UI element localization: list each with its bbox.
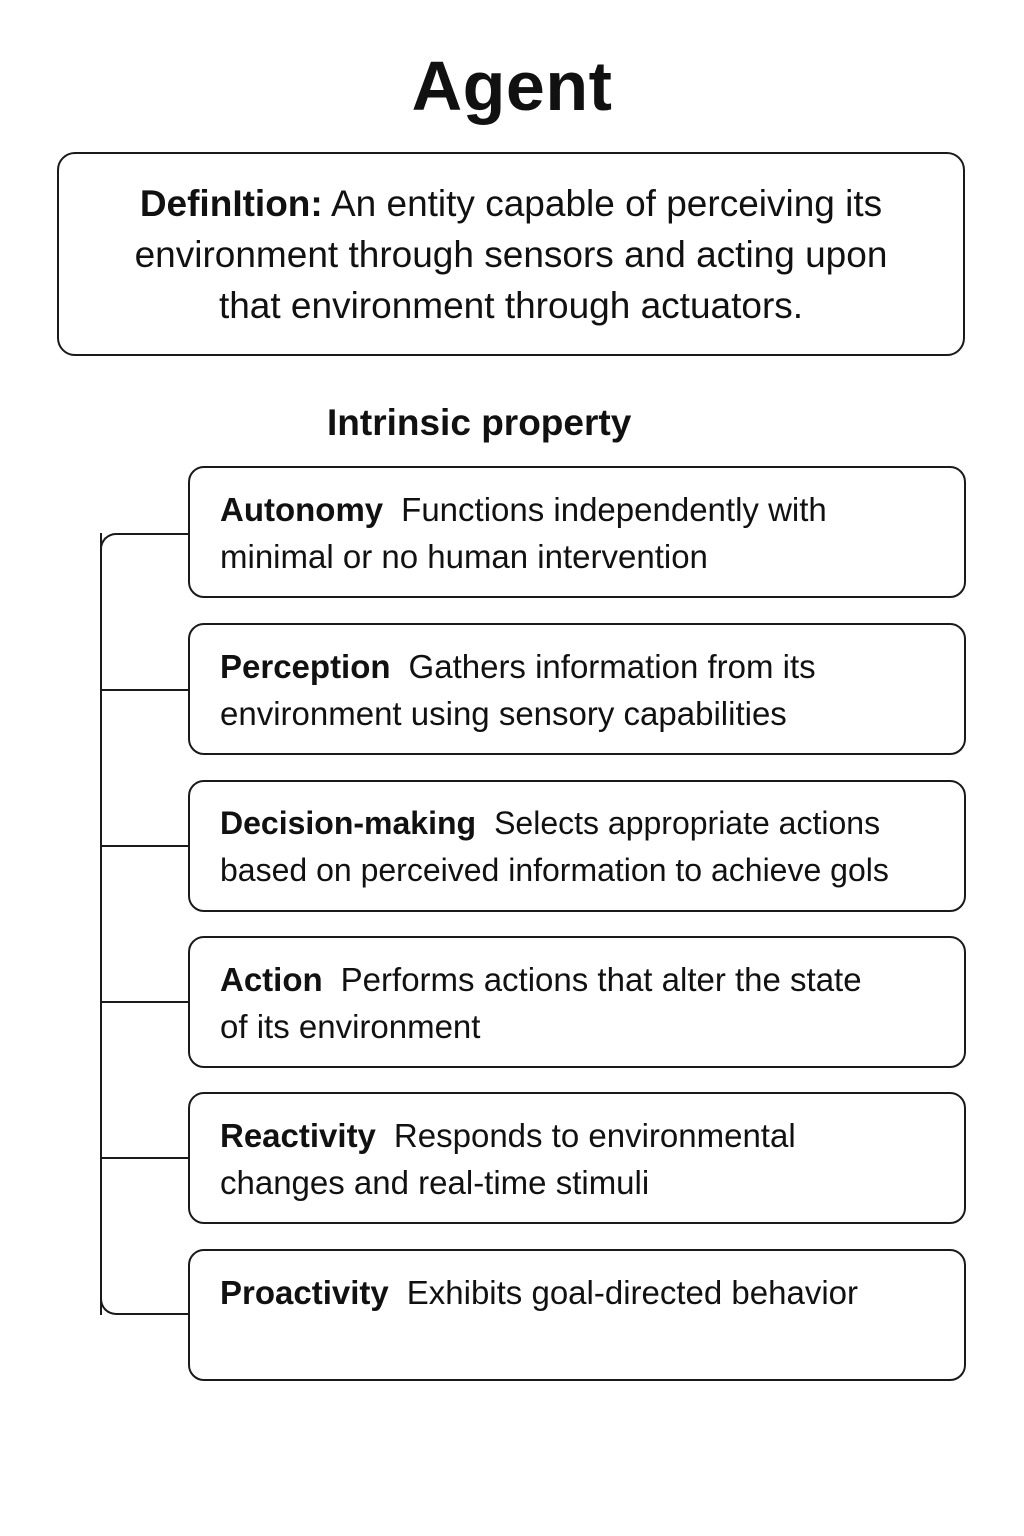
definition-label: DefinItion: <box>139 182 323 224</box>
property-name: Action <box>220 961 323 998</box>
property-name: Perception <box>220 648 391 685</box>
definition-text-1: An entity capable of perceiving its <box>322 182 883 224</box>
property-box-proactivity: Proactivity Exhibits goal-directed behavi… <box>188 1249 966 1381</box>
tree-trunk-line <box>100 533 102 1315</box>
diagram-title: Agent <box>411 47 613 125</box>
property-description: Responds to environmental <box>393 1117 796 1154</box>
property-line-2: based on perceived information to achiev… <box>220 852 889 888</box>
definition-line-2: environment through sensors and acting u… <box>134 233 888 275</box>
property-line-1: Perception Gathers information from its <box>220 643 956 690</box>
property-box-decision-making: Decision-making Selects appropriate actio… <box>188 780 966 912</box>
property-description: Gathers information from its <box>408 648 816 685</box>
property-line-1: Proactivity Exhibits goal-directed behavi… <box>220 1269 956 1316</box>
property-line-2: minimal or no human intervention <box>220 538 708 575</box>
property-name: Autonomy <box>220 491 384 528</box>
tree-branch-perception <box>100 689 188 691</box>
tree-bottom-connector <box>100 1295 188 1315</box>
property-description: Selects appropriate actions <box>494 805 881 841</box>
definition-line-1: DefinItion: An entity capable of perceiv… <box>140 178 882 229</box>
property-box-reactivity: Reactivity Responds to environmental chan… <box>188 1092 966 1224</box>
property-name: Decision-making <box>220 805 477 841</box>
property-line-1: Reactivity Responds to environmental <box>220 1112 956 1159</box>
property-box-perception: Perception Gathers information from its e… <box>188 623 966 755</box>
property-description: Functions independently with <box>401 491 827 528</box>
tree-branch-decision-making <box>100 845 188 847</box>
definition-line-3: that environment through actuators. <box>218 284 804 326</box>
property-description: Exhibits goal-directed behavior <box>406 1274 859 1311</box>
property-description: Performs actions that alter the state <box>340 961 862 998</box>
tree-branch-action <box>100 1001 188 1003</box>
property-line-2: of its environment <box>220 1008 481 1045</box>
property-line-1: Action Performs actions that alter the st… <box>220 956 956 1003</box>
property-line-2: environment using sensory capabilities <box>220 695 787 732</box>
tree-branch-reactivity <box>100 1157 188 1159</box>
property-line-2: changes and real-time stimuli <box>220 1164 650 1201</box>
tree-top-connector <box>100 533 188 553</box>
section-heading: Intrinsic property <box>327 402 632 443</box>
property-name: Proactivity <box>220 1274 389 1311</box>
property-box-action: Action Performs actions that alter the st… <box>188 936 966 1068</box>
property-box-autonomy: Autonomy Functions independently with min… <box>188 466 966 598</box>
property-name: Reactivity <box>220 1117 376 1154</box>
definition-box: DefinItion: An entity capable of perceiv… <box>57 152 965 356</box>
property-line-1: Autonomy Functions independently with <box>220 486 956 533</box>
property-line-1: Decision-making Selects appropriate actio… <box>220 800 956 847</box>
